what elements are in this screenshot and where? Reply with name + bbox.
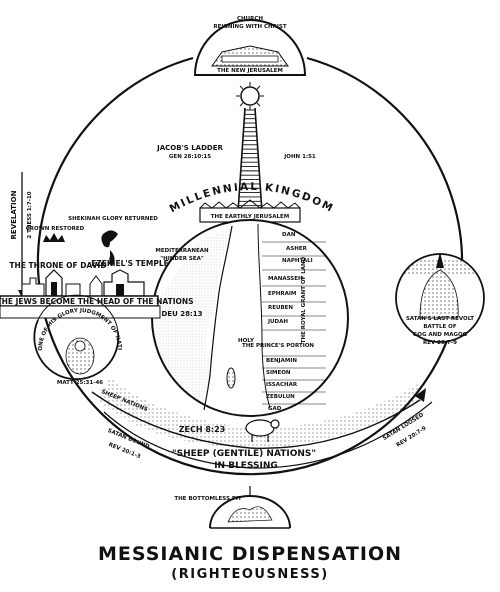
tribe-label: NAPHTALI: [282, 258, 313, 264]
tribe-label: GAD: [268, 406, 282, 412]
bottomless-pit-label: THE BOTTOMLESS PIT: [174, 496, 242, 502]
outer-circle: [36, 56, 464, 476]
new-jerusalem-label: THE NEW JERUSALEM: [217, 68, 283, 74]
dead-sea-icon: [226, 367, 236, 389]
tribe-label: MANASSEH: [268, 276, 303, 282]
mediterranean-label: MEDITERRANEAN: [155, 248, 209, 254]
throne-of-david: THE THRONE OF DAVID: [9, 261, 107, 297]
caption-title: MESSIANIC DISPENSATION: [98, 543, 402, 565]
nations-band: [91, 378, 433, 469]
tribe-label: REUBEN: [268, 305, 293, 311]
jews-banner: THE JEWS BECOME THE HEAD OF THE NATIONS …: [0, 295, 203, 319]
earthly-jerusalem-label: THE EARTHLY JERUSALEM: [211, 214, 289, 220]
crown-label: CROWN RESTORED: [26, 226, 85, 232]
royal-grant-label: THE ROYAL GRANT OF LAND: [301, 256, 307, 343]
sun-icon: [236, 82, 264, 110]
tribe-labels: DAN ASHER NAPHTALI MANASSEH EPHRAIM REUB…: [266, 232, 313, 412]
holy-label: HOLY: [238, 338, 255, 344]
ezekiels-temple: EZEKIEL'S TEMPLE: [91, 259, 169, 297]
zech-ref: ZECH 8:23: [179, 425, 226, 434]
tribe-label: SIMEON: [266, 370, 291, 376]
tribe-label: JUDAH: [267, 319, 288, 325]
hinder-sea-label: "HINDER SEA": [160, 256, 204, 262]
blessing-label: IN BLESSING: [214, 461, 278, 471]
revolt-ref: REV 20:7-9: [423, 340, 457, 346]
shekinah-glory-icon: SHEKINAH GLORY RETURNED: [68, 216, 158, 266]
tribe-label: ISSACHAR: [266, 382, 298, 388]
earthly-jerusalem-city: THE EARTHLY JERUSALEM: [199, 199, 301, 223]
church-sub-label: REIGNING WITH CHRIST: [213, 24, 286, 30]
tribe-label: BENJAMIN: [266, 358, 297, 364]
new-jerusalem-dome: CHURCH REIGNING WITH CHRIST THE NEW JERU…: [193, 16, 307, 76]
tribe-label: EPHRAIM: [268, 291, 296, 297]
land-circle: MEDITERRANEAN "HINDER SEA" HOLY THE PRIN…: [151, 219, 349, 417]
sheep-icon: [245, 419, 280, 442]
battle2-label: GOG AND MAGOG: [413, 332, 468, 338]
tribe-label: ASHER: [286, 246, 308, 252]
gog-magog-circle: SATAN'S LAST REVOLT BATTLE OF GOG AND MA…: [395, 252, 485, 346]
battle-label: BATTLE OF: [423, 324, 457, 330]
jews-banner-label: THE JEWS BECOME THE HEAD OF THE NATIONS: [0, 297, 194, 306]
jacobs-ladder-label: JACOB'S LADDER: [156, 144, 223, 152]
jews-banner-ref: DEU 28:13: [162, 310, 203, 318]
princes-portion-label: THE PRINCE'S PORTION: [242, 343, 314, 349]
tribe-label: DAN: [282, 232, 296, 238]
caption-subtitle: (RIGHTEOUSNESS): [171, 567, 328, 582]
jacobs-ladder-ref-john: JOHN 1:51: [283, 154, 316, 160]
jacobs-ladder-ref-gen: GEN 28:10:15: [169, 154, 211, 160]
throne-label: THE THRONE OF DAVID: [9, 261, 106, 270]
judgment-ref: MATT 25:31-46: [57, 380, 103, 386]
glory-label: SHEKINAH GLORY RETURNED: [68, 216, 158, 222]
judgment-circle: THRONE OF HIS GLORY JUDGMENT OF NATIONS …: [0, 0, 122, 386]
revelation-ref: 2 THESS 1:7-10: [27, 191, 33, 238]
revelation-label: REVELATION: [10, 190, 18, 239]
jacobs-ladder: JACOB'S LADDER GEN 28:10:15 JOHN 1:51: [156, 107, 316, 213]
tribe-label: ZEBULUN: [266, 394, 295, 400]
temple-label: EZEKIEL'S TEMPLE: [91, 259, 169, 268]
sheep-gentile-label: "SHEEP (GENTILE) NATIONS": [172, 449, 316, 459]
crown-icon: CROWN RESTORED: [26, 226, 85, 242]
revolt-label: SATAN'S LAST REVOLT: [406, 316, 474, 322]
church-label: CHURCH: [237, 16, 263, 22]
bottomless-pit: THE BOTTOMLESS PIT: [174, 486, 291, 529]
